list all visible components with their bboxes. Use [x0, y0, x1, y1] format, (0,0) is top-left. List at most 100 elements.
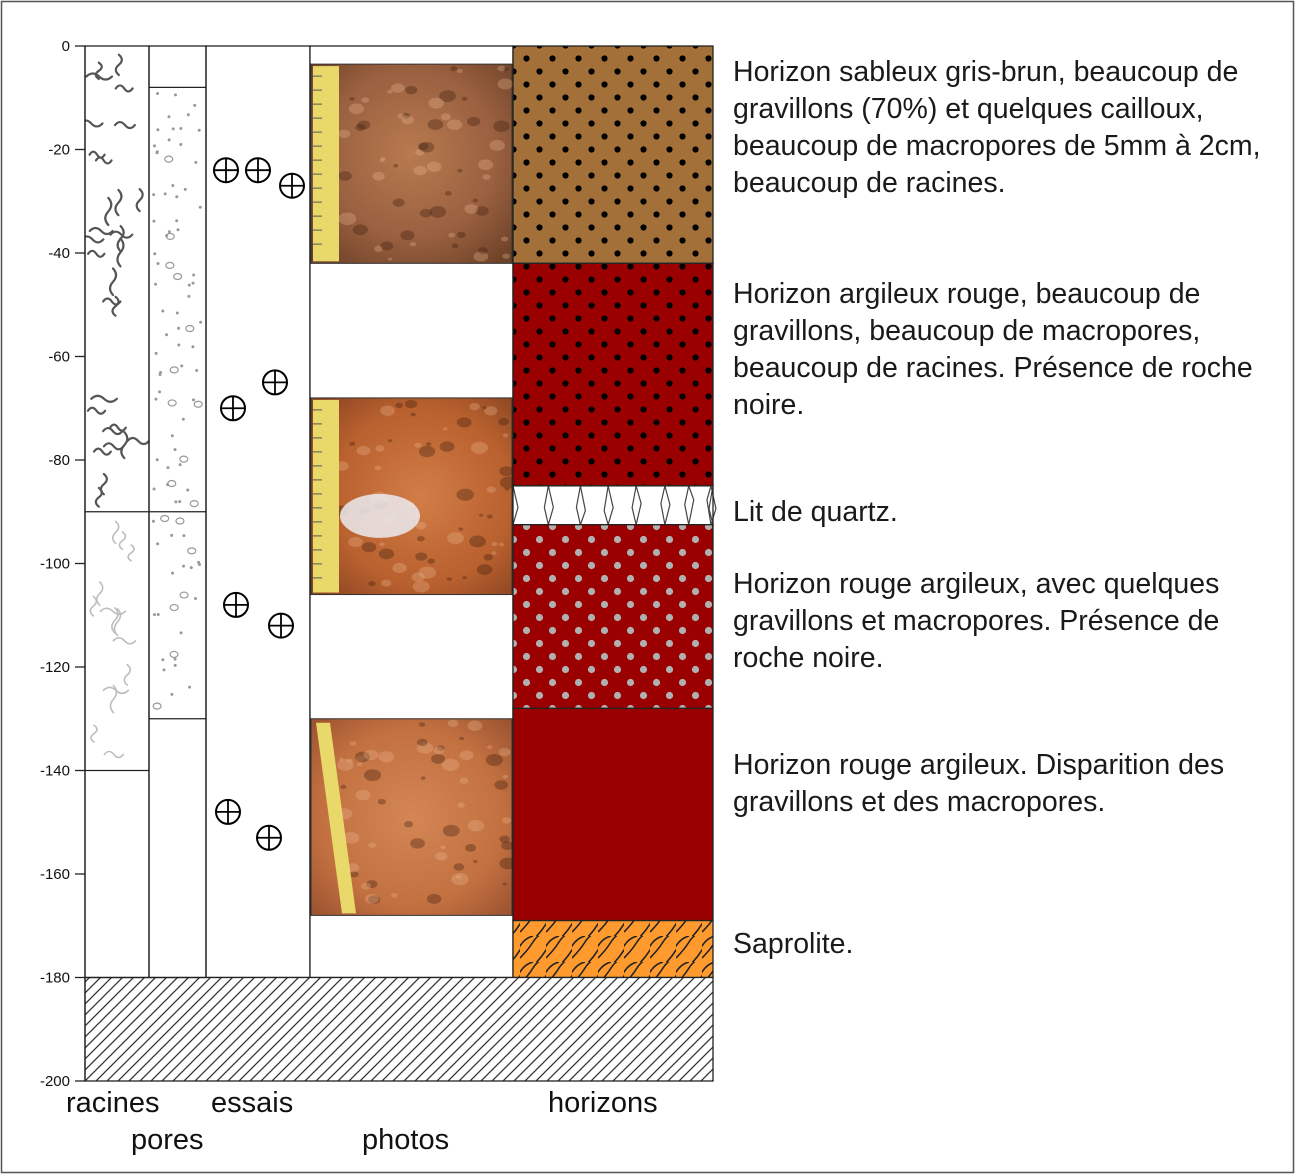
soil-photo	[310, 63, 514, 264]
photo-speck	[415, 149, 425, 156]
photo-speck	[340, 784, 347, 789]
root-mark	[88, 226, 114, 236]
photo-speck	[410, 412, 416, 417]
test-marker	[220, 395, 246, 422]
root-mark	[135, 188, 144, 213]
photo-speck	[489, 139, 505, 151]
photo-speck	[368, 842, 377, 848]
pore-mark	[155, 458, 159, 462]
pore-mark	[154, 397, 158, 401]
photo-speck	[387, 257, 393, 261]
pore-mark	[175, 195, 179, 199]
root-mark	[108, 267, 118, 297]
pore-mark	[193, 400, 203, 408]
photo-speck	[502, 817, 512, 824]
pore-mark	[183, 187, 187, 191]
photo-speck	[349, 871, 359, 878]
soil-photo-texture	[310, 63, 513, 264]
photo-speck	[416, 535, 425, 542]
photo-speck	[478, 247, 488, 254]
photo-speck	[498, 748, 511, 757]
photo-speck	[357, 120, 371, 130]
pore-mark	[191, 281, 195, 285]
pore-mark	[156, 128, 160, 132]
photo-speck	[494, 780, 509, 790]
pore-mark	[160, 514, 170, 523]
photo-speck	[429, 206, 447, 218]
test-marker	[223, 591, 249, 618]
photo-speck	[456, 68, 463, 73]
pore-mark	[173, 272, 183, 281]
test-marker	[268, 612, 294, 639]
root-mark	[94, 61, 103, 81]
photo-speck	[355, 789, 371, 801]
quartz-fragment	[340, 493, 420, 538]
photo-speck	[363, 749, 379, 761]
photo-speck	[374, 245, 384, 252]
pore-mark	[165, 232, 175, 241]
root-mark	[95, 581, 104, 606]
photo-speck	[338, 212, 357, 225]
photo-speck	[368, 895, 381, 904]
photo-speck	[392, 562, 407, 574]
pore-mark	[166, 466, 170, 470]
photo-speck	[486, 486, 496, 493]
pore-mark	[171, 127, 175, 131]
photo-speck	[428, 97, 445, 109]
pore-mark	[166, 483, 170, 487]
photo-speck	[419, 141, 435, 153]
root-mark	[113, 607, 122, 637]
pore-mark	[169, 366, 179, 374]
photo-speck	[404, 821, 414, 828]
photo-speck	[405, 399, 418, 409]
photo-speck	[437, 745, 445, 751]
photo-speck	[461, 96, 468, 101]
root-mark	[127, 544, 135, 562]
pore-mark	[173, 93, 177, 97]
essais-label: essais	[211, 1087, 294, 1119]
photo-speck	[425, 442, 432, 446]
photo-speck	[375, 445, 385, 452]
root-mark	[90, 724, 98, 743]
pore-mark	[189, 566, 193, 570]
root-mark	[85, 72, 114, 81]
pore-mark	[161, 309, 165, 313]
photo-speck	[378, 548, 395, 560]
photo-speck	[440, 845, 446, 850]
essais-column	[205, 45, 311, 979]
photo-speck	[338, 129, 351, 139]
root-mark	[108, 423, 127, 432]
photo-speck	[380, 156, 386, 161]
photo-speck	[465, 844, 477, 852]
photo-speck	[356, 445, 371, 456]
photo-speck	[459, 750, 474, 761]
measuring-tape	[313, 399, 339, 593]
pore-mark	[179, 126, 183, 130]
photo-speck	[482, 406, 487, 410]
photo-speck	[361, 882, 372, 890]
root-mark	[99, 472, 108, 496]
photo-speck	[439, 441, 455, 452]
pore-mark	[195, 368, 199, 372]
pore-mark	[164, 155, 174, 163]
photo-speck	[348, 536, 363, 548]
root-mark	[102, 426, 124, 436]
pore-mark	[175, 219, 179, 223]
pore-mark	[167, 230, 171, 234]
pore-mark	[156, 542, 160, 546]
photo-speck	[466, 116, 481, 127]
photo-speck	[491, 541, 498, 547]
pore-mark	[153, 144, 157, 148]
measuring-tape	[316, 722, 356, 914]
photo-speck	[416, 742, 434, 754]
photo-speck	[417, 142, 429, 151]
pore-mark	[191, 345, 195, 349]
photo-speck	[499, 466, 514, 477]
photo-speck	[379, 542, 385, 547]
root-mark	[112, 637, 137, 645]
photo-speck	[451, 243, 459, 249]
photo-speck	[497, 65, 506, 72]
test-marker	[279, 172, 305, 199]
photo-speck	[414, 442, 422, 448]
photo-speck	[349, 97, 355, 101]
